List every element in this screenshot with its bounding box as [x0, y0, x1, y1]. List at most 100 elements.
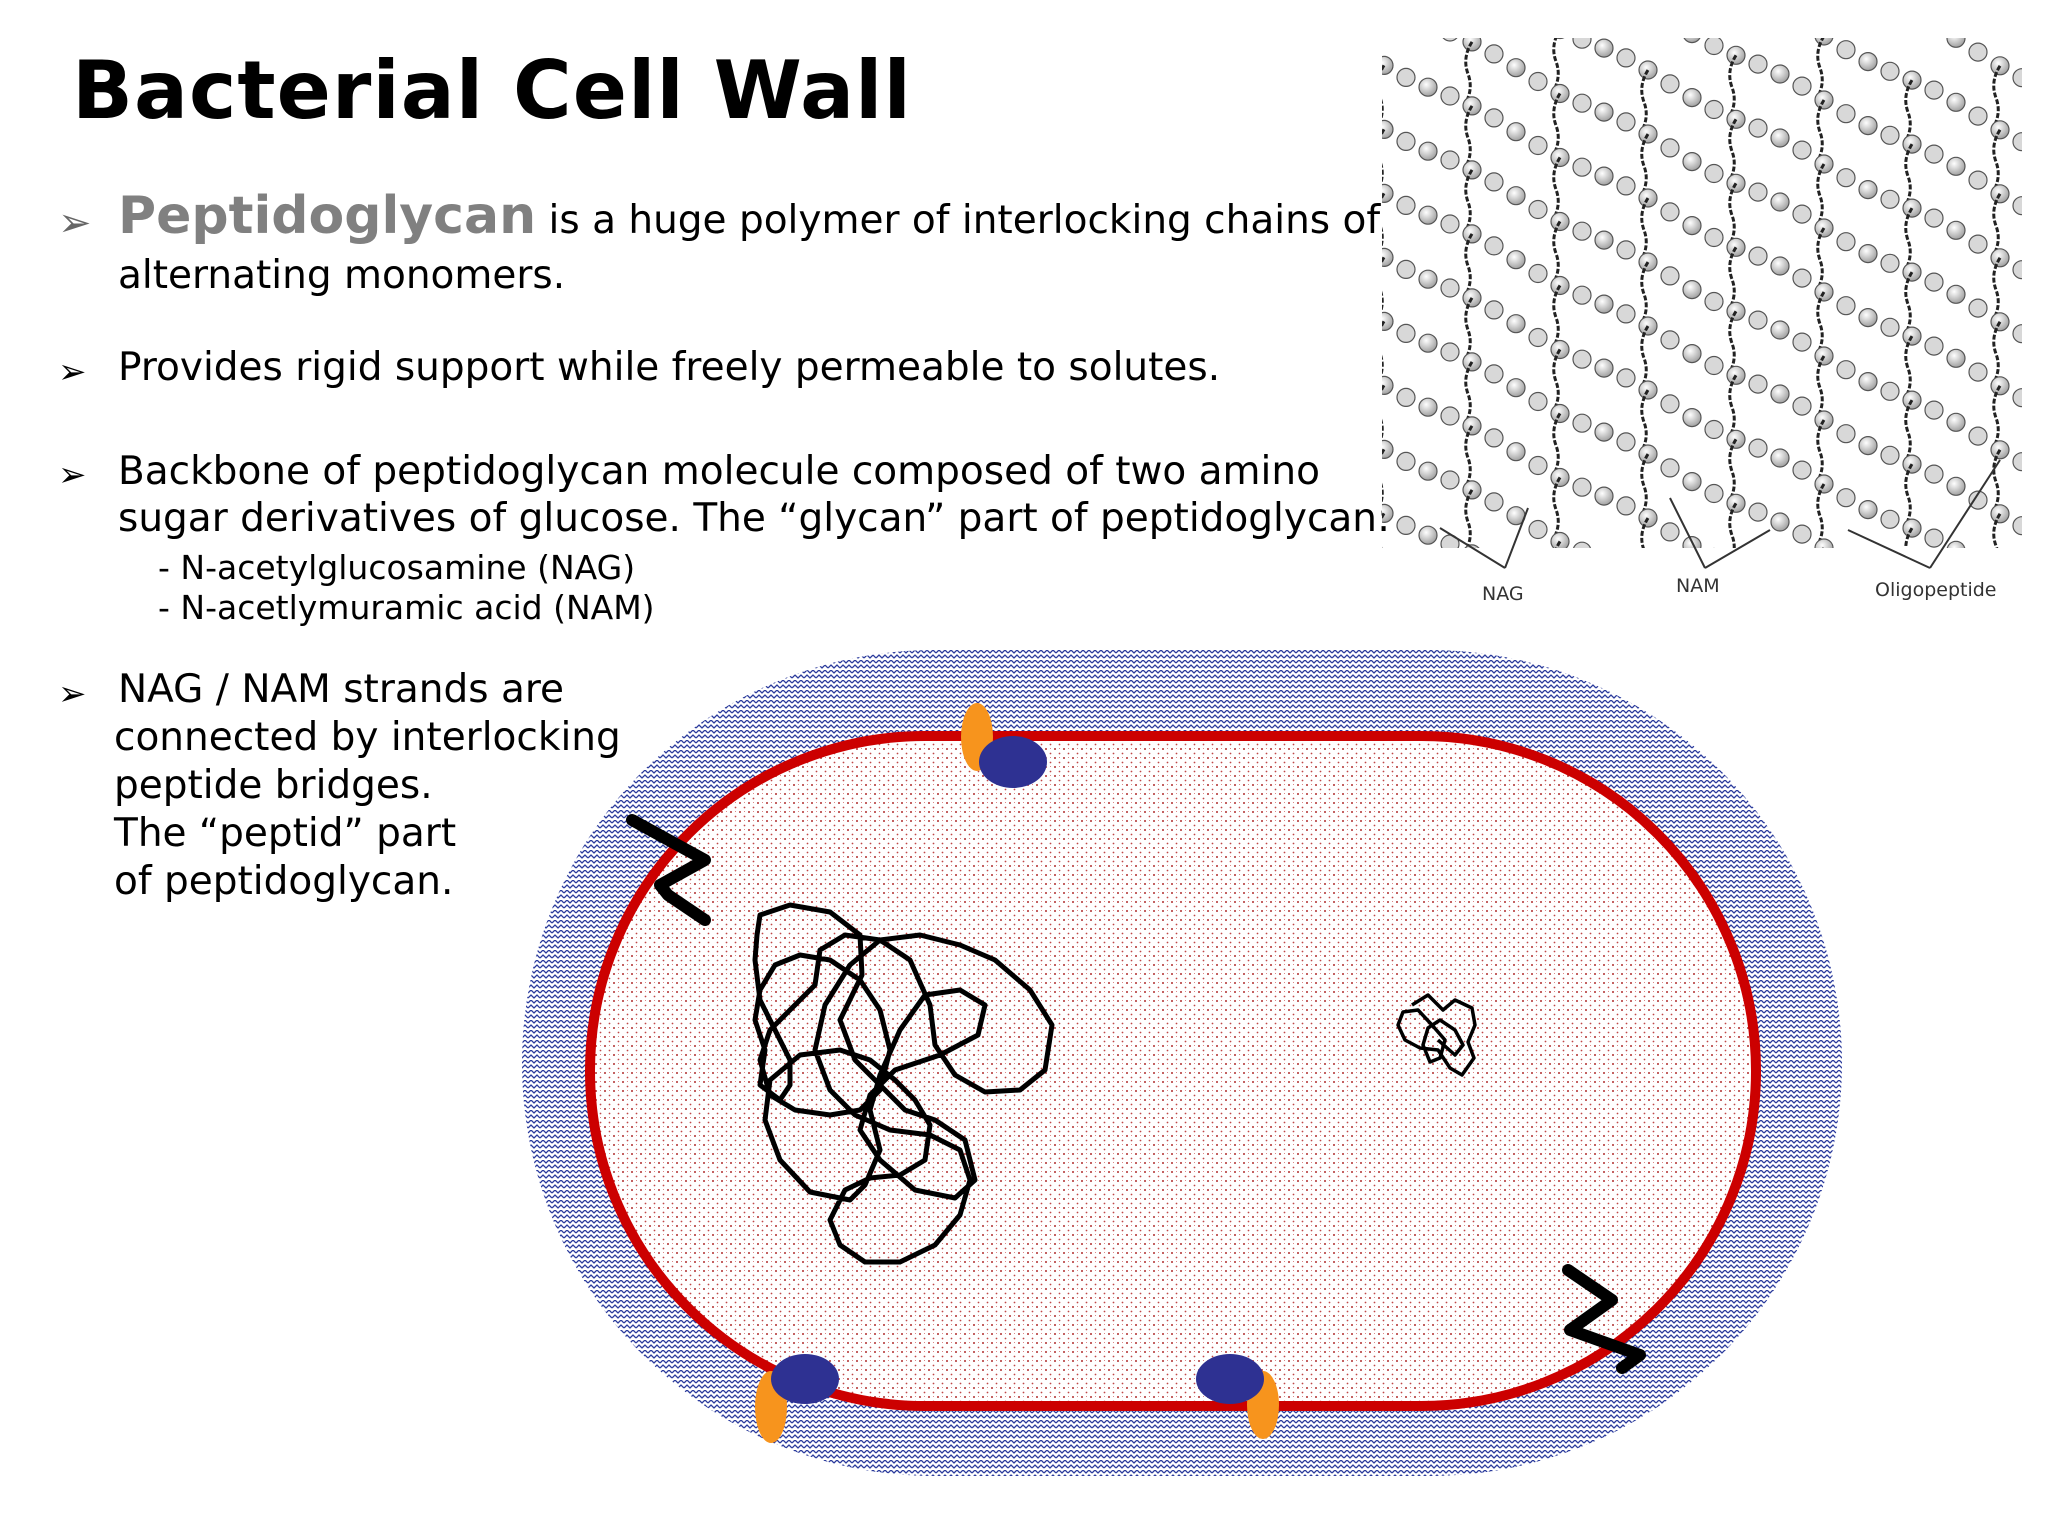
oligopeptide-bridge [1726, 310, 1738, 377]
oligopeptide-bridge [1902, 143, 1914, 209]
nag-bead [1396, 515, 1416, 536]
nam-bead [1770, 192, 1790, 212]
oligopeptide-bridge [1550, 156, 1562, 223]
nag-bead [1924, 80, 1944, 100]
bullet-backbone: Backbone of peptidoglycan molecule compo… [118, 449, 1320, 494]
nag-bead [1748, 438, 1768, 458]
oligopeptide-bridge [1902, 79, 1914, 145]
nag-bead [1572, 38, 1592, 49]
nag-bead [1748, 54, 1768, 74]
oligopeptide-bridge [1382, 512, 1386, 548]
nag-bead [1925, 17, 1943, 35]
oligopeptide-bridge [1550, 92, 1562, 159]
oligopeptide-bridge [1462, 361, 1474, 427]
oligopeptide-bridge [1638, 133, 1650, 199]
oligopeptide-bridge [1382, 192, 1386, 249]
nag-bead [1396, 451, 1416, 471]
oligopeptide-bridge [1902, 271, 1914, 337]
nag-bead [1924, 336, 1944, 356]
nam-bead [1418, 525, 1438, 545]
oligopeptide-bridge [1726, 374, 1738, 441]
oligopeptide-bridge [1726, 246, 1738, 313]
nam-bead [1990, 120, 2010, 140]
nag-bead [1528, 71, 1548, 92]
nag-bead [1660, 138, 1680, 158]
nag-bead [2012, 516, 2022, 536]
nam-bead [1638, 508, 1658, 528]
nag-bead [1572, 93, 1592, 113]
nag-bead [1748, 374, 1768, 394]
nam-bead [1682, 344, 1702, 364]
nag-bead [1704, 163, 1724, 184]
nag-bead [1880, 125, 1900, 145]
nag-bead [1396, 67, 1416, 88]
membrane-protein-bottom-left [755, 1354, 839, 1443]
nag-bead [1528, 327, 1548, 348]
oligopeptide-bridge [1990, 321, 2002, 387]
nam-bead [1382, 183, 1394, 203]
nag-bead [1440, 150, 1460, 170]
nam-bead [1946, 38, 1966, 48]
bullet-arrow-icon: ➢ [58, 455, 87, 495]
nag-bead [1836, 40, 1856, 60]
nag-bead [1353, 43, 1371, 61]
nag-bead [2012, 68, 2022, 88]
nag-bead [1968, 170, 1988, 190]
nam-bead [1946, 540, 1966, 548]
flagellum-hook-bottom-right [1562, 1264, 1646, 1374]
nag-bead [1484, 108, 1504, 128]
nam-bead [1418, 269, 1438, 289]
nag-bead [1660, 202, 1680, 222]
nam-bead [1595, 551, 1613, 569]
nag-bead [1836, 296, 1856, 316]
nam-bead [1506, 250, 1526, 270]
nag-bead [1396, 259, 1416, 279]
oligopeptide-bridge [1728, 502, 1738, 548]
nag-bead [1440, 86, 1460, 106]
nag-bead [1969, 555, 1987, 573]
nag-bead [1572, 413, 1592, 433]
nam-bead [1506, 314, 1526, 334]
oligopeptide-bridge [1990, 129, 2002, 195]
nag-bead [1836, 424, 1856, 444]
nam-pointer-line [1704, 529, 1771, 569]
nag-bead [1836, 232, 1856, 252]
oligopeptide-bridge [1550, 412, 1562, 479]
nag-bead [1880, 381, 1900, 401]
nag-bead [1968, 362, 1988, 382]
nag-bead [2012, 260, 2022, 280]
nag-bead [1353, 107, 1371, 125]
nam-bead [1990, 376, 2010, 396]
nag-bead [1353, 171, 1371, 189]
nam-bead [1946, 476, 1966, 496]
oligopeptide-bridge [1462, 169, 1474, 235]
nag-bead [1484, 300, 1504, 320]
nag-bead [1792, 204, 1812, 224]
nag-bead [1484, 236, 1504, 256]
nag-bead [1837, 553, 1855, 571]
nag-bead [1572, 285, 1592, 305]
nam-bead [1902, 134, 1922, 154]
nam-bead [1902, 70, 1922, 90]
oligopeptide-bridge [1382, 64, 1386, 121]
nag-bead [1793, 13, 1811, 31]
nag-bead [1616, 432, 1636, 452]
oligopeptide-bridge [1990, 65, 2002, 131]
bullet-arrow-icon: ➢ [58, 200, 92, 246]
oligopeptide-bridge [1814, 291, 1826, 357]
oligopeptide-bridge [1464, 554, 1472, 618]
bullet-arrow-icon: ➢ [58, 674, 87, 714]
nag-bead [1968, 42, 1988, 62]
nag-bead [1748, 246, 1768, 266]
nag-bead [1836, 488, 1856, 508]
label-nag: NAG [1482, 583, 1524, 605]
nam-bead [1594, 38, 1614, 58]
nam-bead [1638, 124, 1658, 144]
nag-bead [1528, 455, 1548, 476]
bullet-arrow-icon: ➢ [58, 352, 87, 392]
nam-bead [1770, 512, 1790, 532]
nam-bead [1990, 440, 2010, 460]
nag-bead [1968, 106, 1988, 126]
nam-bead [1506, 378, 1526, 398]
nam-bead [1418, 77, 1438, 97]
